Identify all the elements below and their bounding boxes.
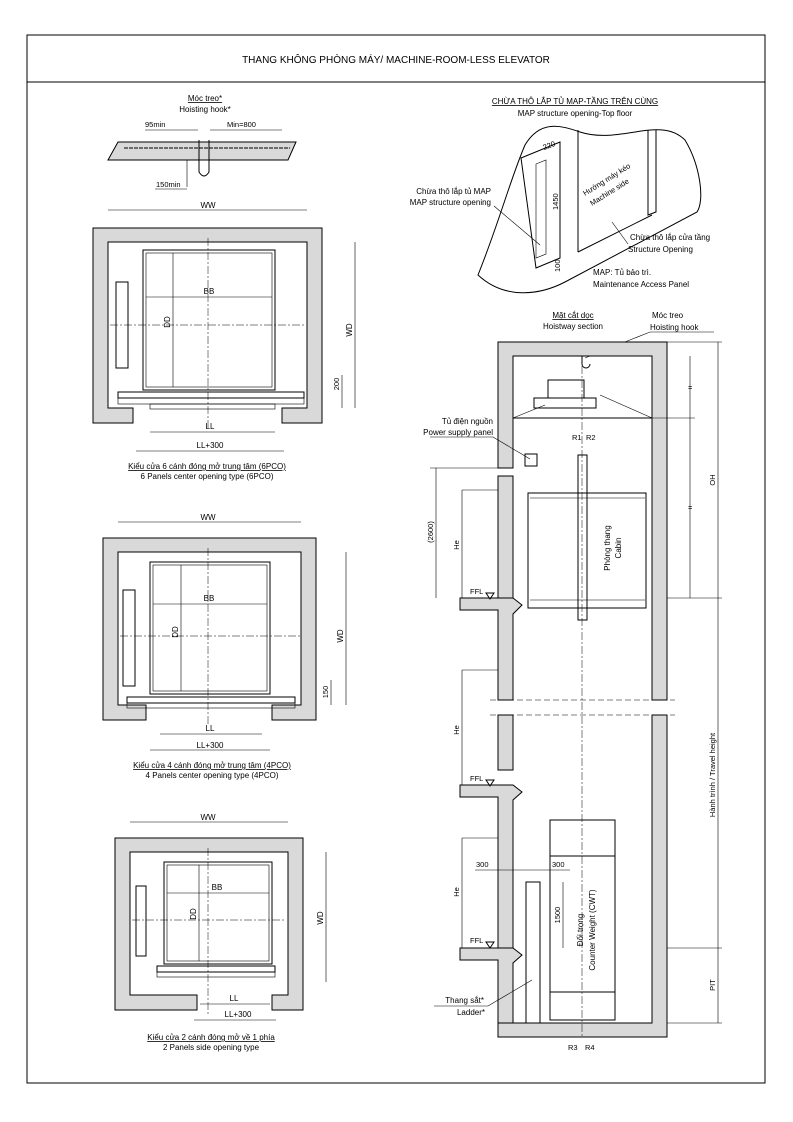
- svg-text:100: 100: [553, 259, 562, 272]
- svg-text:WD: WD: [336, 629, 345, 643]
- svg-text:Kiểu cửa 4 cánh đóng mở trung: Kiểu cửa 4 cánh đóng mở trung tâm (4PCO): [133, 761, 291, 770]
- svg-text:MAP structure opening-Top floo: MAP structure opening-Top floor: [518, 109, 633, 118]
- svg-text:LL: LL: [206, 422, 215, 431]
- svg-text:R4: R4: [585, 1043, 595, 1052]
- svg-text:2 Panels side opening type: 2 Panels side opening type: [163, 1043, 260, 1052]
- svg-text:PIT: PIT: [708, 979, 717, 991]
- svg-text:Thang sắt*: Thang sắt*: [445, 996, 484, 1005]
- svg-text:WW: WW: [200, 201, 216, 210]
- svg-text:Structure Opening: Structure Opening: [628, 245, 693, 254]
- svg-text:WD: WD: [345, 323, 354, 337]
- hoisting-hook-detail: Móc treo* Hoisting hook* 95min Min=800 1…: [107, 94, 297, 190]
- svg-text:BB: BB: [204, 287, 215, 296]
- svg-text:4 Panels center opening type (: 4 Panels center opening type (4PCO): [146, 771, 279, 780]
- svg-text:FFL: FFL: [470, 587, 483, 596]
- sheet-border: [26, 34, 766, 1084]
- svg-text:6 Panels center opening type (: 6 Panels center opening type (6PCO): [141, 472, 274, 481]
- svg-text:220: 220: [542, 139, 557, 152]
- svg-text:1500: 1500: [553, 907, 562, 924]
- plan-6pco: WW BB DD WD 200 LL LL+300 Kiểu cửa 6 cán…: [92, 201, 356, 481]
- plan-2pso: WW BB DD WD LL LL+300 Kiểu cửa 2 cánh đó…: [114, 813, 327, 1052]
- svg-text:OH: OH: [708, 474, 717, 485]
- svg-text:150min: 150min: [156, 180, 181, 189]
- svg-text:Hoistway section: Hoistway section: [543, 322, 603, 331]
- svg-text:Power supply panel: Power supply panel: [423, 428, 493, 437]
- svg-text:Đối trọng: Đối trọng: [576, 914, 585, 946]
- svg-text:He: He: [452, 887, 461, 897]
- svg-text:CHỪA THÔ LẮP TỦ MAP-TẦNG TRÊN: CHỪA THÔ LẮP TỦ MAP-TẦNG TRÊN CÙNG: [492, 96, 658, 106]
- svg-text:Kiểu cửa 6 cánh đóng mở trung: Kiểu cửa 6 cánh đóng mở trung tâm (6PCO): [128, 462, 286, 471]
- svg-text:Chừa thô lắp cửa tầng: Chừa thô lắp cửa tầng: [630, 233, 710, 242]
- svg-text:R2: R2: [586, 433, 596, 442]
- svg-text:He: He: [452, 725, 461, 735]
- svg-text:1450: 1450: [551, 193, 560, 210]
- svg-text:WD: WD: [316, 911, 325, 925]
- svg-text:DD: DD: [189, 908, 198, 920]
- svg-text:150: 150: [321, 686, 330, 699]
- svg-text:Chừa thô lắp tủ MAP: Chừa thô lắp tủ MAP: [416, 187, 491, 196]
- svg-text:Hoisting hook: Hoisting hook: [650, 323, 699, 332]
- svg-text:MAP: Tủ bảo trì.: MAP: Tủ bảo trì.: [593, 268, 651, 277]
- svg-text:=: =: [688, 503, 693, 512]
- svg-text:LL: LL: [206, 724, 215, 733]
- svg-text:LL+300: LL+300: [225, 1010, 252, 1019]
- svg-text:R3: R3: [568, 1043, 578, 1052]
- plan-4pco: WW BB DD WD 150 LL LL+300 Kiểu cửa 4 cán…: [102, 513, 347, 780]
- svg-text:300: 300: [552, 860, 565, 869]
- svg-text:Min=800: Min=800: [227, 120, 256, 129]
- svg-text:Maintenance Access Panel: Maintenance Access Panel: [593, 280, 689, 289]
- svg-text:Kiểu cửa 2 cánh đóng mở về 1 p: Kiểu cửa 2 cánh đóng mở về 1 phía: [147, 1033, 275, 1042]
- svg-text:=: =: [688, 383, 693, 392]
- svg-text:He: He: [452, 540, 461, 550]
- svg-text:Mặt cắt dọc: Mặt cắt dọc: [552, 311, 593, 320]
- svg-text:Móc treo*: Móc treo*: [188, 94, 222, 103]
- svg-text:Phòng thang: Phòng thang: [603, 525, 612, 570]
- svg-text:DD: DD: [171, 626, 180, 638]
- map-opening-detail: CHỪA THÔ LẮP TỦ MAP-TẦNG TRÊN CÙNG MAP s…: [410, 96, 710, 294]
- svg-text:LL+300: LL+300: [197, 741, 224, 750]
- svg-text:Tủ điện nguồn: Tủ điện nguồn: [442, 417, 493, 426]
- svg-text:95min: 95min: [145, 120, 165, 129]
- svg-text:LL+300: LL+300: [197, 441, 224, 450]
- svg-text:DD: DD: [163, 316, 172, 328]
- svg-text:MAP structure opening: MAP structure opening: [410, 198, 491, 207]
- svg-text:WW: WW: [200, 813, 216, 822]
- svg-text:R1: R1: [572, 433, 582, 442]
- svg-text:LL: LL: [230, 994, 239, 1003]
- svg-text:300: 300: [476, 860, 489, 869]
- svg-text:Counter Weight (CWT): Counter Weight (CWT): [588, 889, 597, 971]
- svg-text:Hành trình / Travel height: Hành trình / Travel height: [708, 732, 717, 817]
- svg-text:(2600): (2600): [426, 521, 435, 543]
- svg-text:BB: BB: [212, 883, 223, 892]
- svg-text:FFL: FFL: [470, 774, 483, 783]
- svg-text:200: 200: [332, 378, 341, 391]
- hoistway-section: Mặt cắt dọc Hoistway section Móc treo Ho…: [423, 311, 722, 1052]
- svg-text:FFL: FFL: [470, 936, 483, 945]
- svg-text:Ladder*: Ladder*: [457, 1008, 485, 1017]
- svg-text:Móc treo: Móc treo: [652, 311, 684, 320]
- svg-text:WW: WW: [200, 513, 216, 522]
- svg-text:Cabin: Cabin: [614, 538, 623, 559]
- svg-text:BB: BB: [204, 594, 215, 603]
- svg-text:Hoisting hook*: Hoisting hook*: [179, 105, 231, 114]
- sheet-title: THANG KHÔNG PHÒNG MÁY/ MACHINE-ROOM-LESS…: [242, 53, 550, 66]
